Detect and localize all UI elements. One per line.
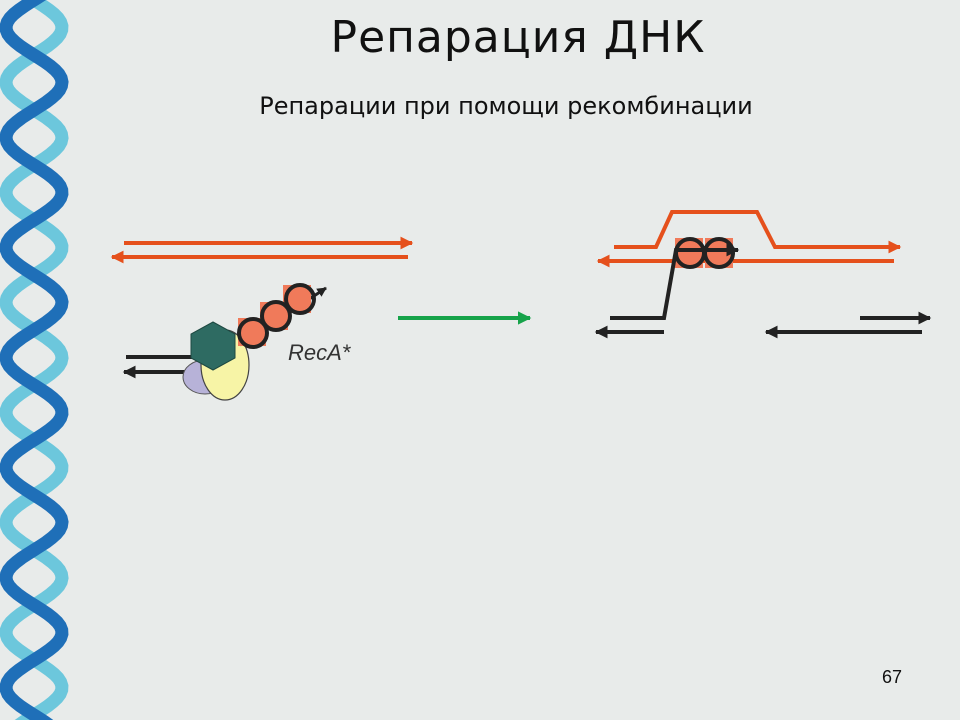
filament-bead: [284, 283, 316, 315]
dna-helix-decoration: [0, 0, 69, 720]
right-recombination-intermediate: [594, 210, 932, 339]
filament-bead: [260, 300, 292, 332]
slide-subtitle: Репарации при помощи рекомбинации: [259, 92, 753, 120]
filament-bead: [703, 237, 735, 269]
hexagon-protein: [190, 321, 236, 371]
slide-title: Репарация ДНК: [330, 12, 706, 63]
helix-strand-dark: [0, 0, 69, 720]
page-number: 67: [881, 667, 902, 687]
left-duplex-dna: [110, 236, 414, 264]
filament-bead: [237, 317, 269, 349]
helix-strand-dark-path: [0, 0, 69, 720]
reca-complex: [122, 283, 327, 401]
reca-label: RecA*: [288, 340, 351, 365]
displaced-red-strand: [614, 210, 902, 254]
